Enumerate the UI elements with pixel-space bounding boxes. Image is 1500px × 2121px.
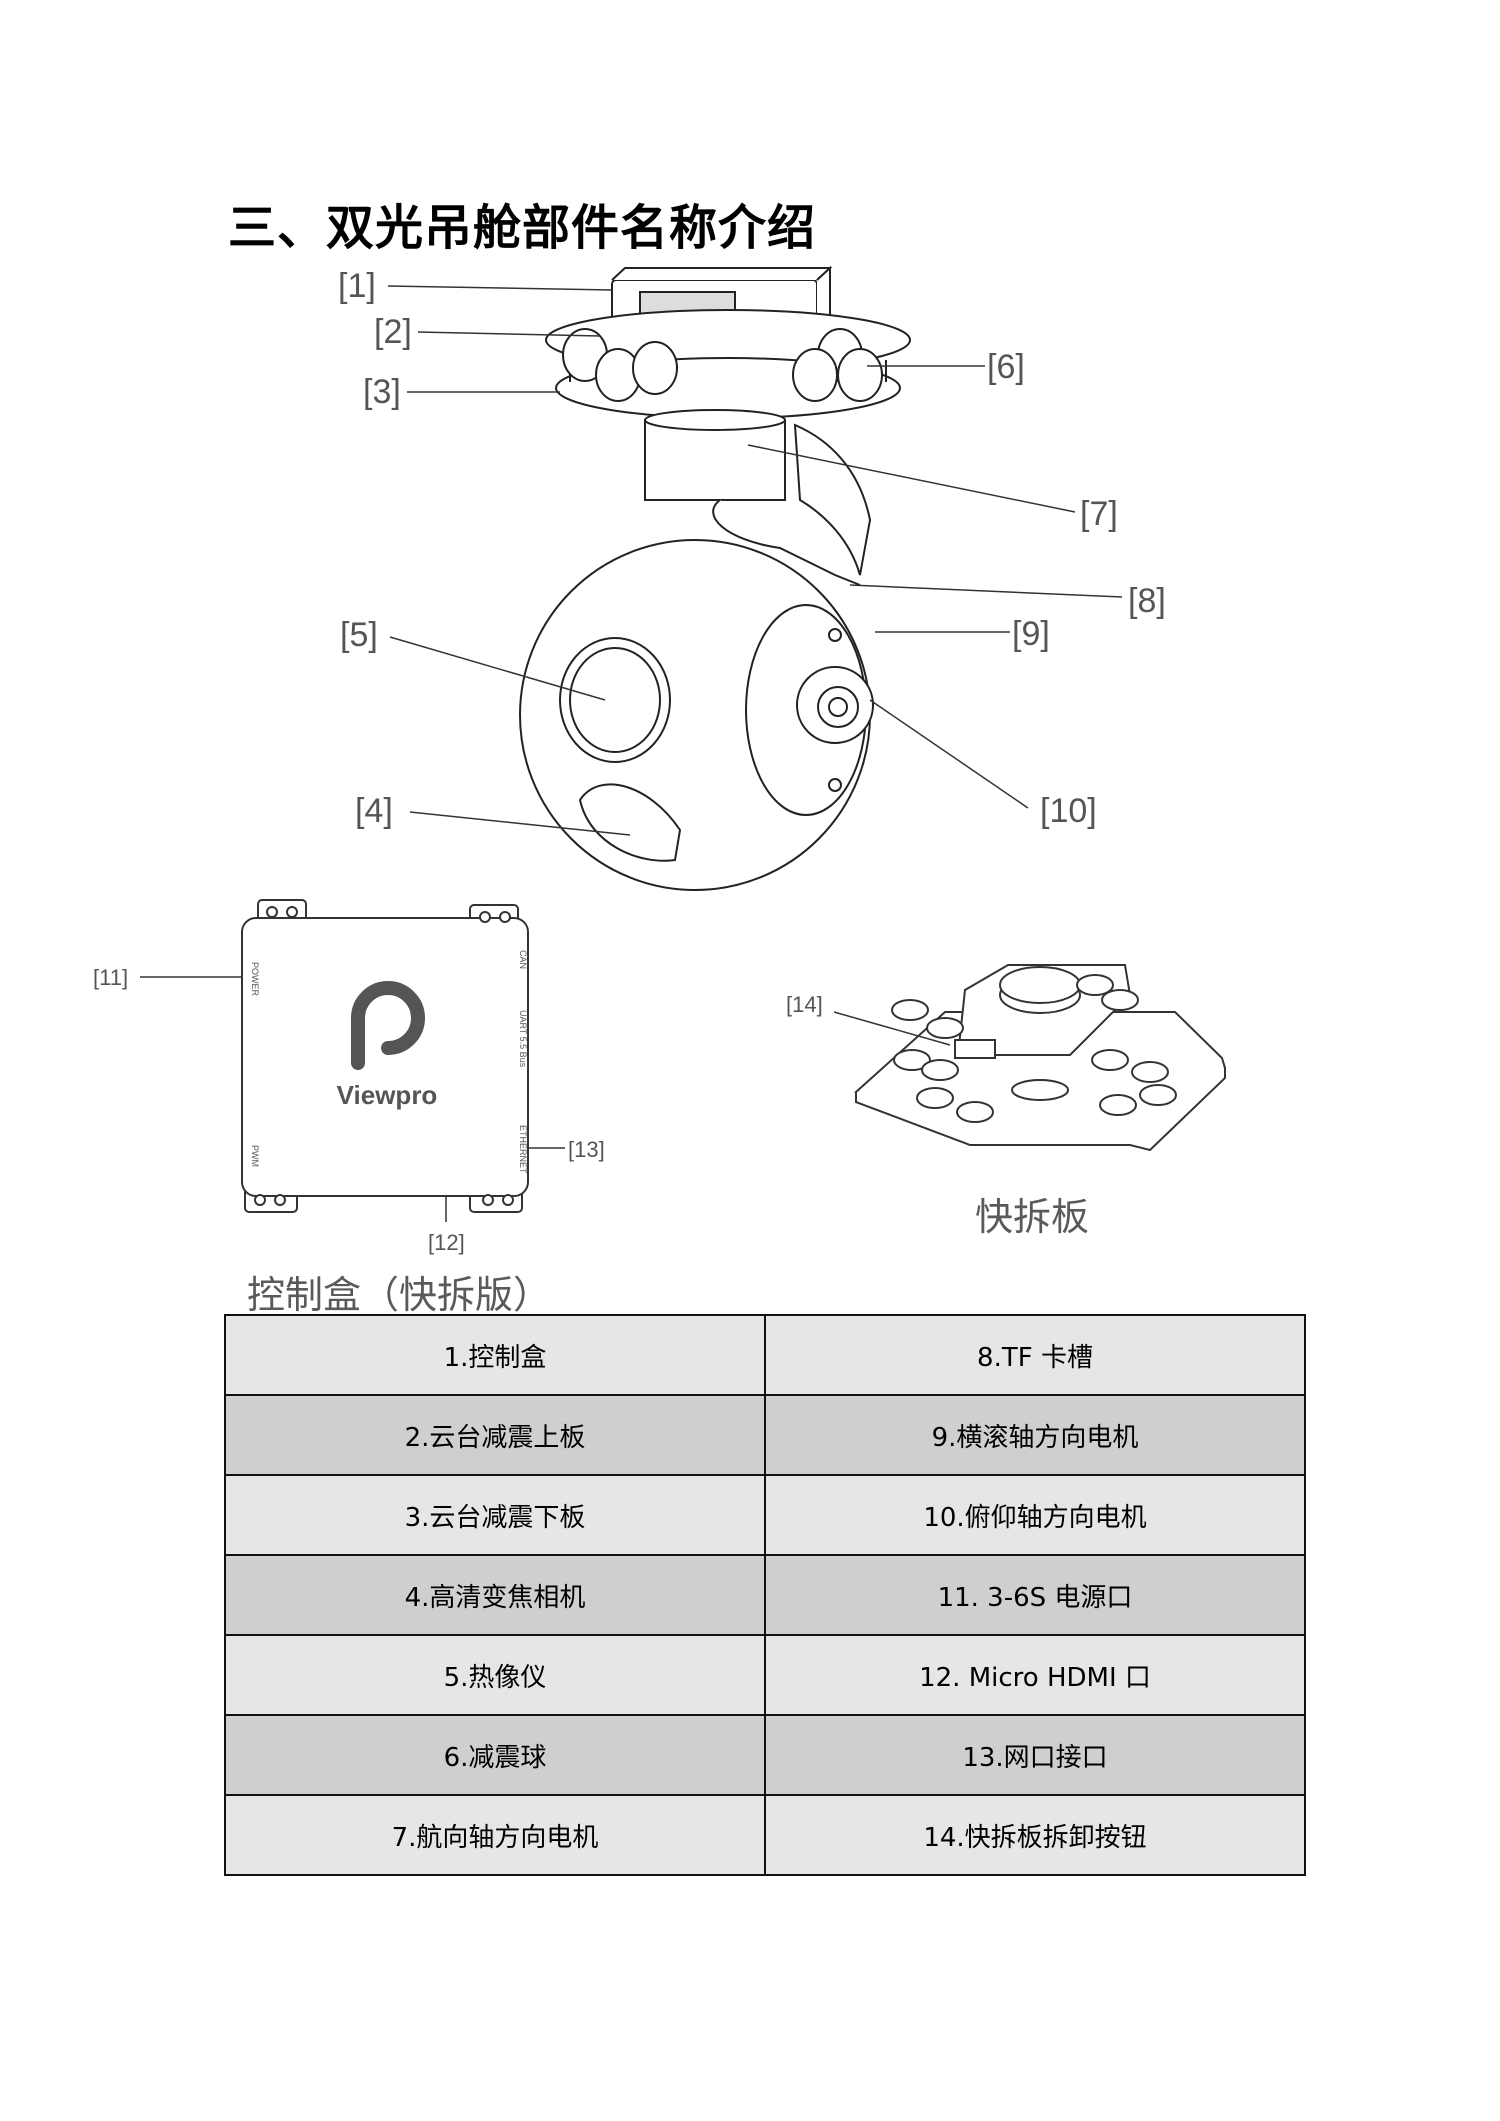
table-cell: 11. 3-6S 电源口 <box>764 1554 1306 1636</box>
label-12: [12] <box>428 1230 465 1255</box>
table-cell: 13.网口接口 <box>764 1714 1306 1796</box>
table-cell: 6.减震球 <box>224 1714 766 1796</box>
label-2: [2] <box>374 313 412 351</box>
label-6: [6] <box>987 348 1025 386</box>
quick-release-plate-caption: 快拆板 <box>975 1195 1090 1239</box>
label-7: [7] <box>1080 495 1118 533</box>
table-row: 4.高清变焦相机 11. 3-6S 电源口 <box>224 1554 1306 1636</box>
viewpro-logo: Viewpro <box>337 981 438 1110</box>
port-uart: UART 5.5 Bus <box>518 1010 528 1068</box>
table-row: 5.热像仪 12. Micro HDMI 口 <box>224 1634 1306 1716</box>
table-row: 6.减震球 13.网口接口 <box>224 1714 1306 1796</box>
table-row: 1.控制盒 8.TF 卡槽 <box>224 1314 1306 1396</box>
label-9: [9] <box>1012 615 1050 653</box>
port-power: POWER <box>250 962 260 997</box>
port-can: CAN <box>518 950 528 969</box>
label-5: [5] <box>340 616 378 654</box>
table-cell: 7.航向轴方向电机 <box>224 1794 766 1876</box>
port-ethernet: ETHERNET <box>518 1125 528 1174</box>
label-10: [10] <box>1040 792 1097 830</box>
table-cell: 14.快拆板拆卸按钮 <box>764 1794 1306 1876</box>
table-row: 7.航向轴方向电机 14.快拆板拆卸按钮 <box>224 1794 1306 1876</box>
table-cell: 3.云台减震下板 <box>224 1474 766 1556</box>
damping-balls <box>562 328 883 402</box>
label-8: [8] <box>1128 582 1166 620</box>
yaw-motor <box>644 409 872 586</box>
label-4: [4] <box>355 792 393 830</box>
table-cell: 12. Micro HDMI 口 <box>764 1634 1306 1716</box>
table-cell: 4.高清变焦相机 <box>224 1554 766 1636</box>
label-13: [13] <box>568 1137 605 1162</box>
table-cell: 8.TF 卡槽 <box>764 1314 1306 1396</box>
table-row: 3.云台减震下板 10.俯仰轴方向电机 <box>224 1474 1306 1556</box>
label-14: [14] <box>786 992 823 1017</box>
table-cell: 10.俯仰轴方向电机 <box>764 1474 1306 1556</box>
table-row: 2.云台减震上板 9.横滚轴方向电机 <box>224 1394 1306 1476</box>
quick-release-plate-diagram: [14] <box>786 964 1227 1152</box>
brand-label: Viewpro <box>337 1080 438 1110</box>
control-box-caption: 控制盒（快拆版） <box>247 1273 552 1317</box>
table-cell: 1.控制盒 <box>224 1314 766 1396</box>
label-1: [1] <box>338 267 376 305</box>
camera-ball <box>519 539 874 891</box>
gimbal-diagram: [1] [2] [3] [4] [5] [6] [7] [8] [9] [10]… <box>93 265 1227 1255</box>
page-heading: 三、双光吊舱部件名称介绍 <box>228 200 817 256</box>
table-cell: 9.横滚轴方向电机 <box>764 1394 1306 1476</box>
table-cell: 2.云台减震上板 <box>224 1394 766 1476</box>
label-11: [11] <box>93 965 128 990</box>
table-cell: 5.热像仪 <box>224 1634 766 1716</box>
control-box-diagram: Viewpro POWER CAN UART 5.5 Bus ETHERNET … <box>93 899 605 1255</box>
port-pwm: PWM <box>250 1145 260 1167</box>
parts-table: 1.控制盒 8.TF 卡槽 2.云台减震上板 9.横滚轴方向电机 3.云台减震下… <box>224 1314 1306 1876</box>
label-3: [3] <box>363 373 401 411</box>
